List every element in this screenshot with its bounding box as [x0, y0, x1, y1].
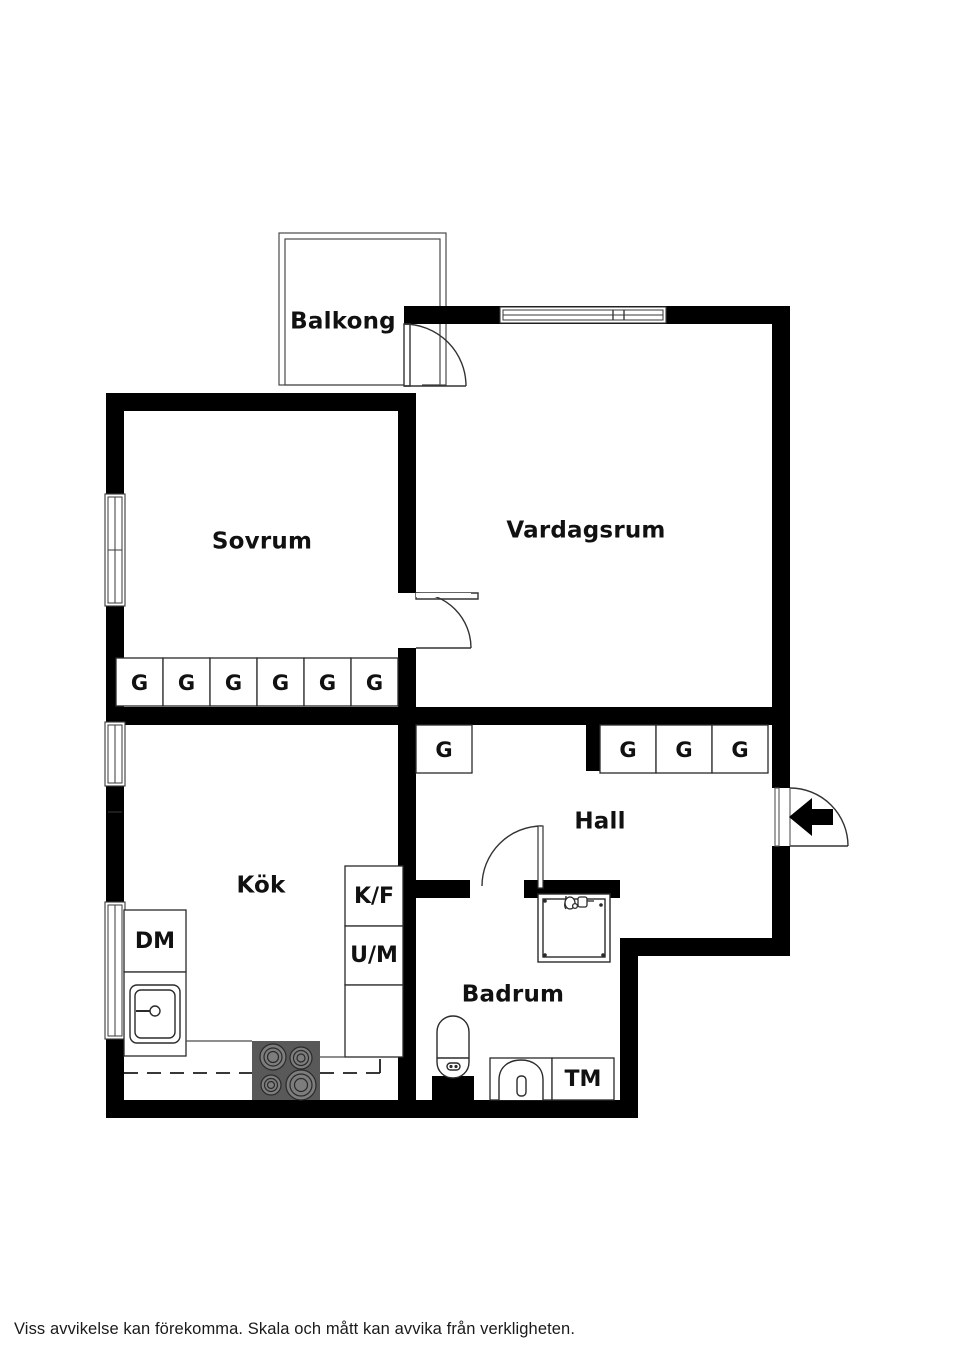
closet-bedroom-6[interactable]: G — [350, 657, 399, 707]
kitchen-tall-cabinets: K/F U/M — [344, 865, 404, 1058]
oven-label: U/M — [350, 943, 398, 968]
entrance-door[interactable] — [774, 787, 849, 847]
washbasin-icon — [489, 1057, 553, 1101]
entrance-arrow-icon — [789, 798, 833, 836]
closet-bedroom-2[interactable]: G — [162, 657, 211, 707]
fridge-label: K/F — [354, 884, 394, 909]
dishwasher-dm: DM — [123, 909, 187, 973]
window-bedroom-west — [104, 493, 126, 607]
closet-label: G — [272, 671, 289, 695]
window-kitchen-lower — [104, 901, 126, 1040]
closet-hall-3[interactable]: G — [711, 724, 769, 774]
fridge-freezer-kf: K/F — [344, 865, 404, 927]
kitchen-base-cabinets — [185, 972, 345, 1058]
toilet-icon — [432, 1015, 474, 1100]
closet-bedroom-5[interactable]: G — [303, 657, 352, 707]
shower-cubicle — [537, 893, 611, 963]
closet-bedroom-3[interactable]: G — [209, 657, 258, 707]
disclaimer-text: Viss avvikelse kan förekomma. Skala och … — [14, 1320, 576, 1338]
room-label-hall: Hall — [574, 809, 625, 835]
room-label-badrum: Badrum — [462, 982, 564, 1008]
oven-microwave-um: U/M — [344, 925, 404, 986]
room-label-vardagsrum: Vardagsrum — [506, 518, 665, 544]
closet-group-hall: G G G — [599, 724, 769, 774]
bedroom-door — [415, 592, 479, 649]
balcony-door — [403, 323, 467, 387]
closet-label: G — [225, 671, 242, 695]
closet-bedroom-4[interactable]: G — [256, 657, 305, 707]
closet-hall-small[interactable]: G — [415, 724, 473, 774]
window-kitchen-upper — [104, 721, 126, 813]
washing-machine-label: TM — [565, 1067, 602, 1092]
dishwasher-label: DM — [135, 929, 175, 954]
closet-hall-1[interactable]: G — [599, 724, 657, 774]
bathroom-door — [481, 825, 544, 889]
kitchen-sink-icon — [129, 984, 181, 1044]
closet-label: G — [675, 738, 692, 762]
walls — [106, 306, 790, 1118]
room-label-kok: Kök — [236, 873, 286, 899]
washing-machine-tm: TM — [551, 1057, 615, 1101]
kitchen-counter — [123, 971, 187, 1057]
closet-label: G — [731, 738, 748, 762]
stove-cooktop — [252, 1041, 320, 1101]
room-label-sovrum: Sovrum — [212, 529, 312, 555]
closet-label: G — [319, 671, 336, 695]
closet-bedroom-1[interactable]: G — [115, 657, 164, 707]
closet-label: G — [366, 671, 383, 695]
closet-hall-2[interactable]: G — [655, 724, 713, 774]
closet-label: G — [435, 738, 452, 762]
closet-group-bedroom: G G G G G G — [115, 657, 399, 707]
closet-label: G — [178, 671, 195, 695]
closet-label: G — [619, 738, 636, 762]
room-label-balkong: Balkong — [290, 309, 396, 335]
window-livingroom-north — [499, 306, 667, 324]
closet-label: G — [131, 671, 148, 695]
